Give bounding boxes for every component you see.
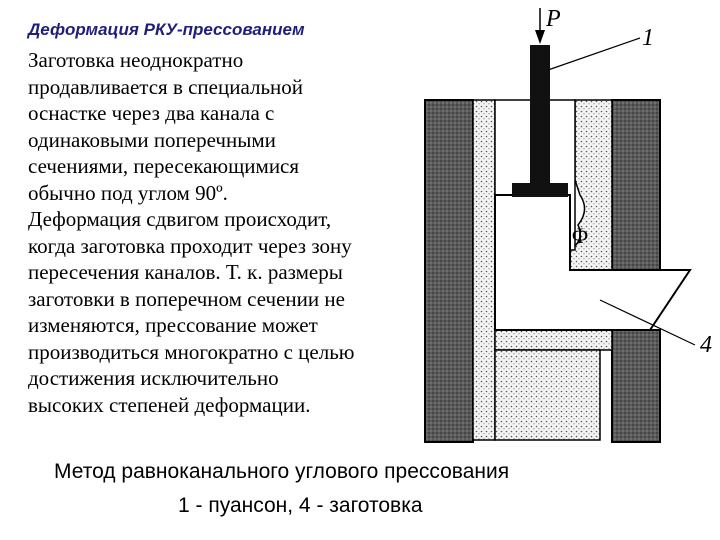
billet-label: 4 (700, 332, 712, 358)
die-lower-liner (494, 349, 601, 441)
punch-leader-line (547, 37, 641, 71)
force-label: P (545, 6, 561, 32)
die-right-wall-upper (611, 99, 661, 271)
text-line: обычно под углом 90º. (28, 180, 228, 205)
die-left-liner (472, 99, 496, 441)
punch-head (512, 183, 568, 197)
die-left-wall (424, 99, 474, 443)
slide-title: Деформация РКУ-прессованием (28, 20, 305, 39)
text-line: одинаковыми поперечными (28, 127, 276, 152)
angle-label: Φ (572, 223, 588, 248)
description-text: Заготовка неоднократно продавливается в … (28, 47, 423, 418)
text-line: продавливается в специальной (28, 74, 303, 99)
text-line: заготовки в поперечном сечении не (28, 286, 345, 311)
billet (494, 194, 692, 331)
billet-leader-line (599, 299, 696, 346)
caption-line-2: 1 - пуансон, 4 - заготовка (178, 494, 423, 517)
text-line: изменяются, прессование может (28, 313, 318, 337)
text-line: Заготовка неоднократно (28, 48, 244, 72)
text-line: пересечения каналов. Т. к. размеры (28, 260, 343, 284)
text-line: достижения исключительно (28, 366, 279, 390)
text-line: производиться многократно с целью (28, 339, 355, 364)
text-line: оснастке через два канала с (28, 101, 275, 125)
text-line: когда заготовка проходит через зону (28, 233, 352, 258)
punch-rod (530, 45, 550, 185)
force-arrow-head (535, 30, 545, 44)
die-bottom-liner (494, 329, 613, 351)
caption-line-1: Метод равноканального углового прессован… (54, 460, 510, 483)
text-line: Деформация сдвигом происходит, (28, 207, 332, 231)
die-right-wall-lower (611, 329, 661, 443)
text-line: сечениями, пересекающимися (28, 154, 300, 178)
text-line: высоких степеней деформации. (28, 392, 311, 417)
punch-label: 1 (642, 25, 654, 51)
